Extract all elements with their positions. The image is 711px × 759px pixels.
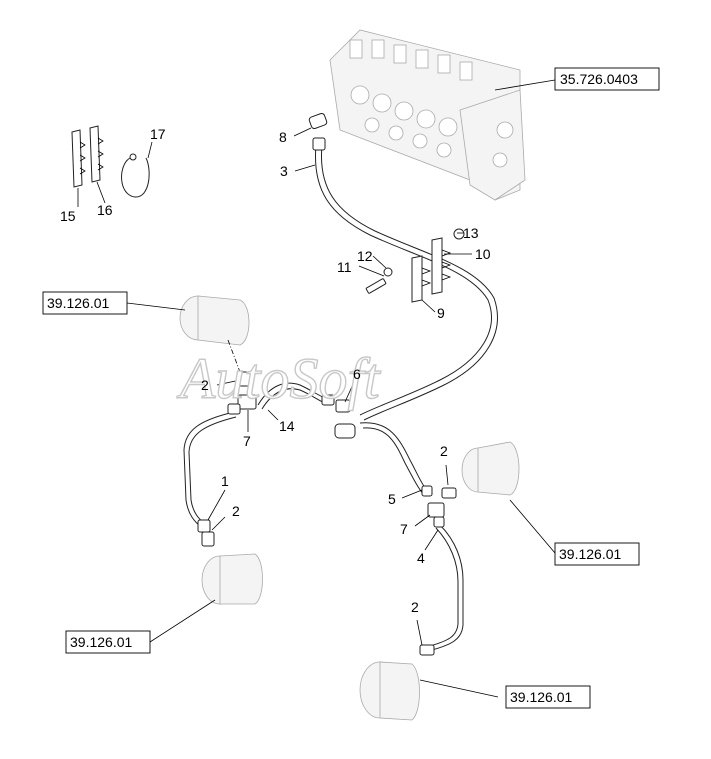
fitting-6 xyxy=(335,399,351,413)
callout-2-right: 2 xyxy=(440,443,448,459)
strap-17 xyxy=(121,153,150,198)
ref-box-valve[interactable]: 35.726.0403 xyxy=(554,67,660,91)
fitting-5-end xyxy=(421,485,433,497)
motor-upper-left xyxy=(179,295,250,346)
fitting-2-upper xyxy=(237,371,251,387)
ref-box-motor-bottom[interactable]: 39.126.01 xyxy=(505,685,591,709)
ref-box-motor-right[interactable]: 39.126.01 xyxy=(554,542,640,566)
pipe-1 xyxy=(183,411,237,529)
callout-16: 16 xyxy=(97,202,113,218)
motor-lower-left xyxy=(201,553,263,605)
ref-box-motor-lower-left[interactable]: 39.126.01 xyxy=(65,630,151,654)
fitting-14-end xyxy=(321,394,335,406)
washer-12 xyxy=(383,267,393,277)
callout-13: 13 xyxy=(463,225,479,241)
motor-right xyxy=(461,441,520,496)
ref-motor-lower-left-text: 39.126.01 xyxy=(70,634,132,650)
nut-13 xyxy=(453,228,465,240)
pipe-5 xyxy=(359,422,429,496)
pipe-4 xyxy=(429,524,464,651)
callout-10: 10 xyxy=(475,246,491,262)
motor-bottom xyxy=(359,661,420,721)
clamp-16 xyxy=(89,125,104,183)
callout-labels: 8 3 13 10 12 11 9 6 2 7 14 1 2 2 5 7 4 2… xyxy=(60,126,491,615)
watermark: AutoSoft xyxy=(176,346,382,411)
ref-motor-upper-left-text: 39.126.01 xyxy=(47,295,109,311)
clamp-15 xyxy=(71,129,86,188)
fitting-hose-end xyxy=(312,137,326,151)
callout-3: 3 xyxy=(280,163,288,179)
ref-valve-text: 35.726.0403 xyxy=(560,71,638,87)
callout-9: 9 xyxy=(437,305,445,321)
callout-7-left: 7 xyxy=(243,433,251,449)
callout-4: 4 xyxy=(417,550,425,566)
hose-3 xyxy=(314,144,498,421)
callout-1: 1 xyxy=(221,473,229,489)
callout-2-upper: 2 xyxy=(201,377,209,393)
callout-11: 11 xyxy=(337,259,352,275)
callout-15: 15 xyxy=(60,208,76,224)
callout-12: 12 xyxy=(357,248,373,264)
clamp-10 xyxy=(431,237,452,295)
callout-2-bottom: 2 xyxy=(411,599,419,615)
control-valve-block xyxy=(329,29,526,201)
tee-7-right xyxy=(427,502,445,528)
leader-lines xyxy=(77,79,556,698)
bolt-11 xyxy=(365,278,387,294)
ref-motor-right-text: 39.126.01 xyxy=(559,546,621,562)
callout-5: 5 xyxy=(388,491,396,507)
fitting-2-right xyxy=(441,487,457,499)
fitting-2-bottom xyxy=(419,644,435,656)
callout-14: 14 xyxy=(279,418,295,434)
ref-box-motor-upper-left[interactable]: 39.126.01 xyxy=(42,291,128,315)
callout-8: 8 xyxy=(279,129,287,145)
callout-7-right: 7 xyxy=(400,521,408,537)
fitting-8 xyxy=(308,112,328,130)
tee-7-left xyxy=(227,394,257,415)
callout-6: 6 xyxy=(353,366,361,382)
callout-17: 17 xyxy=(150,126,166,142)
clamp-9 xyxy=(411,255,432,303)
ref-motor-bottom-text: 39.126.01 xyxy=(510,689,572,705)
elbow-right xyxy=(334,423,356,439)
fitting-2-lower-left xyxy=(197,519,215,547)
callout-2-lower-left: 2 xyxy=(232,503,240,519)
